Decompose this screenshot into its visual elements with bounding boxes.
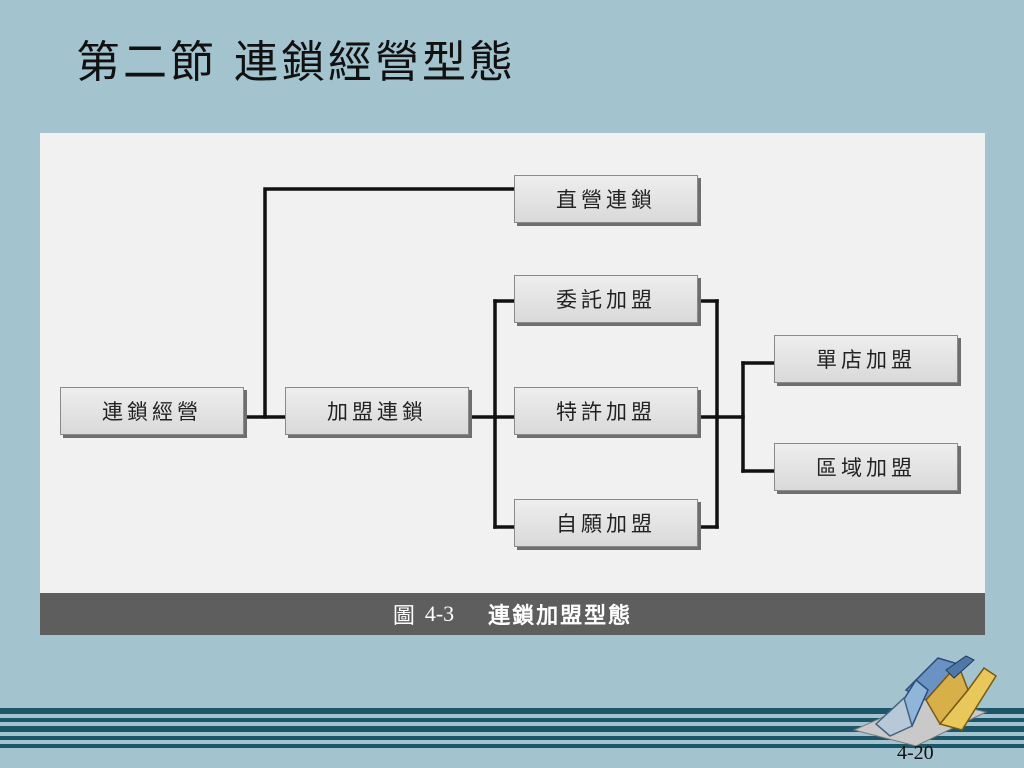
figure-caption-label: 圖: [392, 604, 415, 629]
page-number: 4-20: [897, 742, 934, 764]
node-entrusted-franchise: 委託加盟: [514, 275, 698, 323]
figure-caption: 圖 4-3 連鎖加盟型態: [40, 593, 985, 635]
node-direct-chain: 直營連鎖: [514, 175, 698, 223]
node-franchise-chain: 加盟連鎖: [285, 387, 469, 435]
node-voluntary-franchise: 自願加盟: [514, 499, 698, 547]
figure-caption-number: 4-3: [424, 601, 455, 626]
node-single-store-franchise: 單店加盟: [774, 335, 958, 383]
node-chain-management: 連鎖經營: [60, 387, 244, 435]
node-licensed-franchise: 特許加盟: [514, 387, 698, 435]
node-area-franchise: 區域加盟: [774, 443, 958, 491]
footer-stripes: [0, 708, 1024, 748]
diagram-connectors: [243, 187, 776, 529]
connector-chain-to-direct: [243, 187, 516, 419]
figure-panel: 連鎖經營 直營連鎖 加盟連鎖 委託加盟 特許加盟 自願加盟 單店加盟 區域加盟 …: [40, 133, 985, 635]
figure-caption-title: 連鎖加盟型態: [488, 604, 633, 629]
publisher-logo: [852, 655, 998, 747]
slide-title: 第二節 連鎖經營型態: [76, 37, 516, 88]
